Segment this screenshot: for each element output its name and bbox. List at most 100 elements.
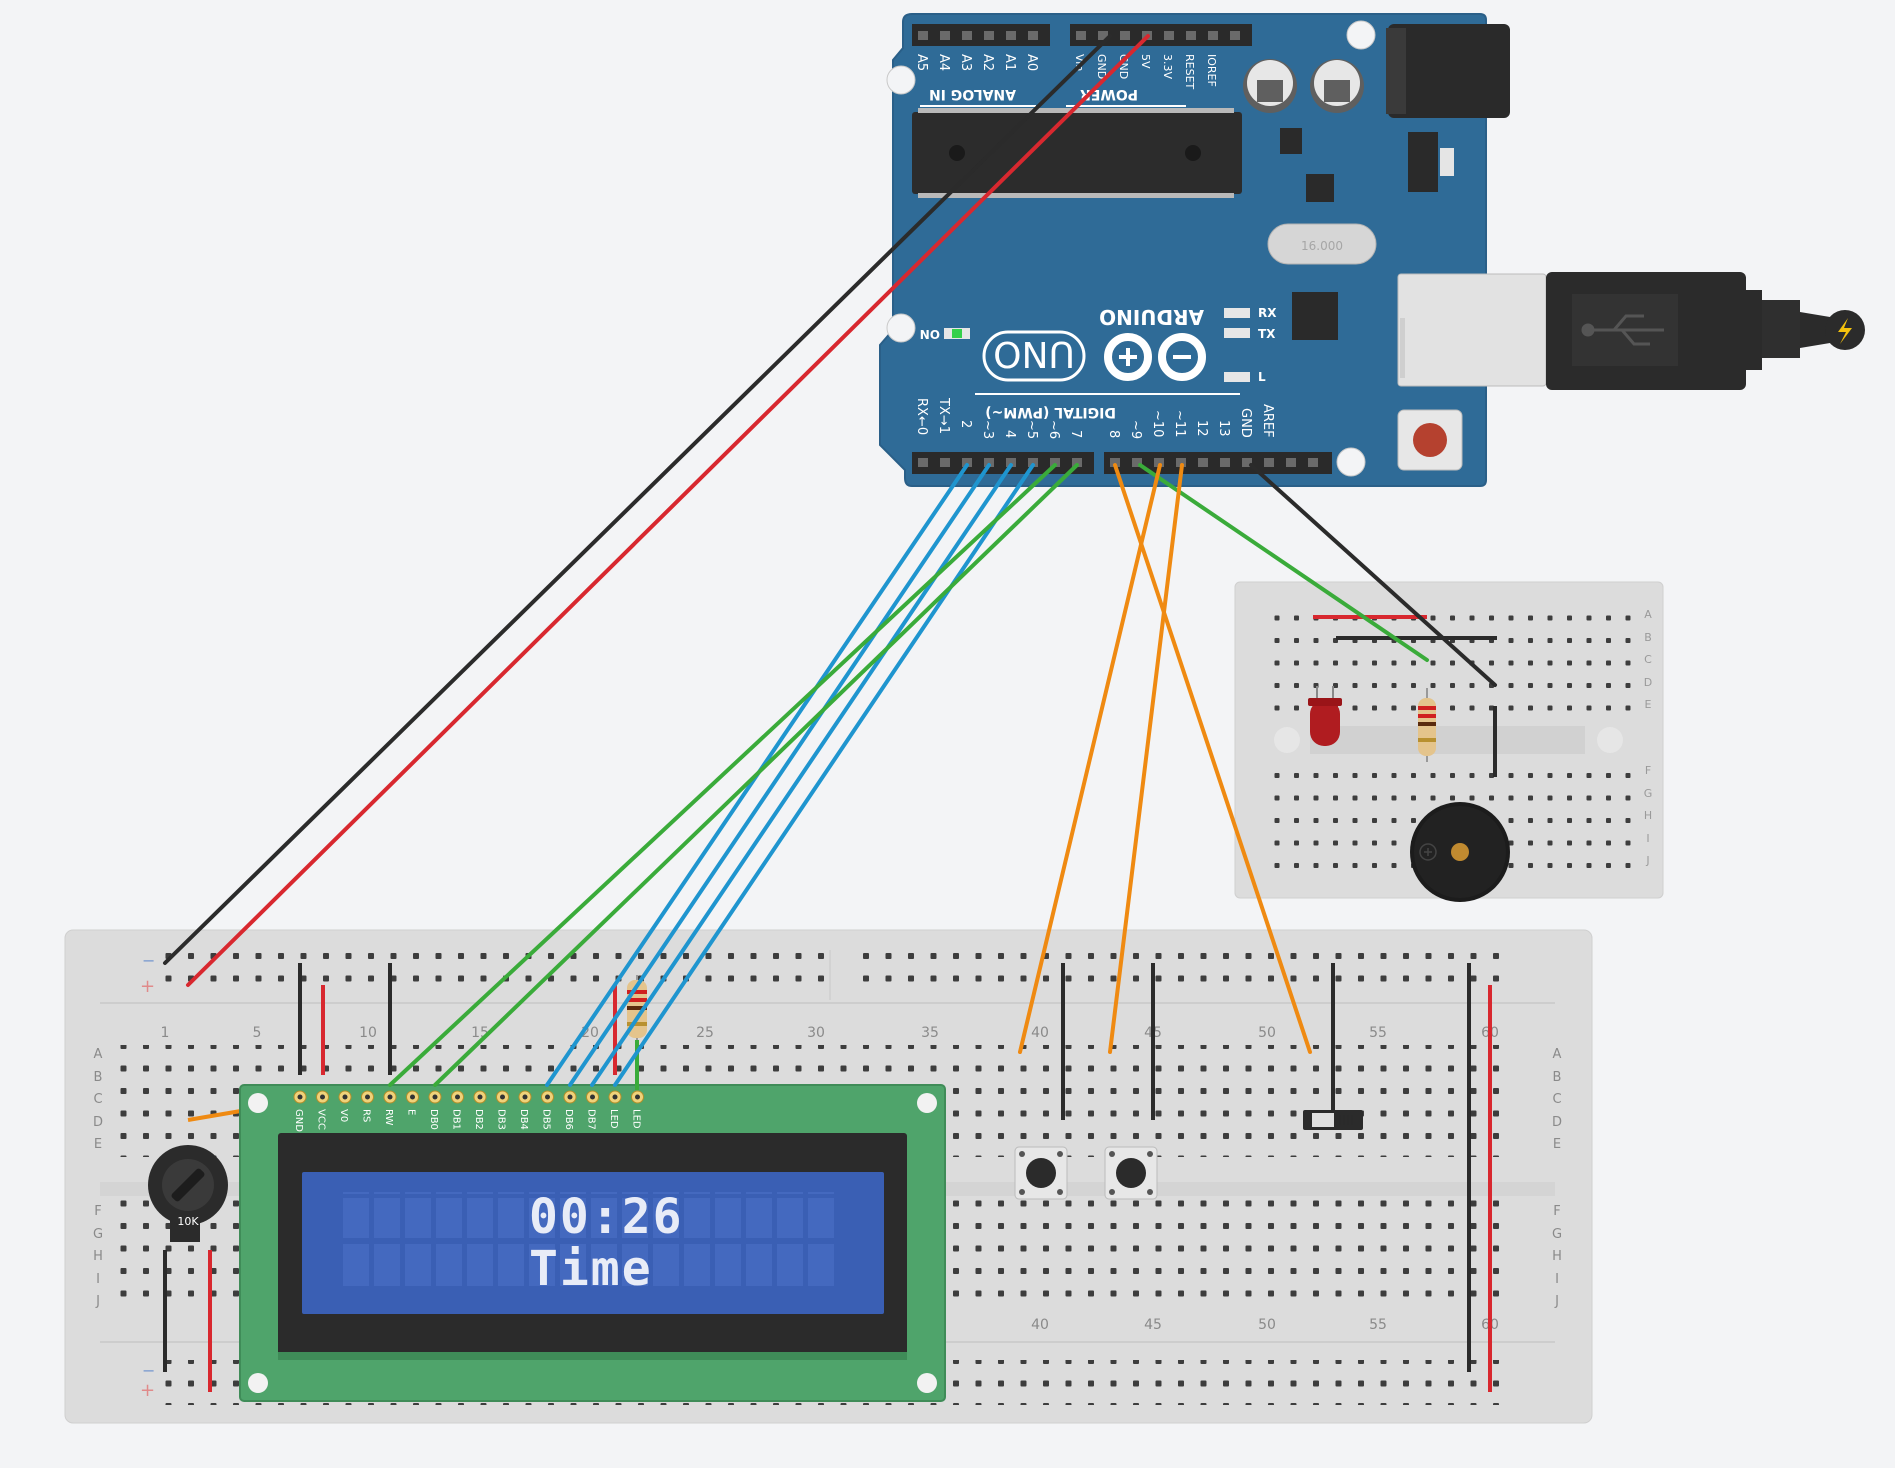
pushbutton-1[interactable] [1014, 1146, 1068, 1200]
wire-button-2[interactable] [1108, 463, 1184, 1054]
row-letter: F [1645, 764, 1651, 777]
wire-db7[interactable] [613, 463, 1035, 1087]
row-letter: H [1552, 1249, 1562, 1264]
arduino-brand: ARDUINO [1099, 305, 1204, 329]
lcd-pin-hole [635, 1094, 640, 1100]
potentiometer-label: 10K [177, 1215, 199, 1228]
row-letter: D [1552, 1115, 1562, 1130]
atmega-chip [912, 112, 1242, 194]
slide-switch[interactable] [1303, 1110, 1363, 1130]
wire-db5[interactable] [568, 463, 991, 1087]
uno-logo-text: UNO [993, 333, 1075, 374]
lcd-pin-label: RW [383, 1109, 394, 1126]
pin-label: IOREF [1205, 54, 1218, 87]
lcd-pin-label: LED [631, 1109, 642, 1129]
lcd-pin-hole [500, 1094, 505, 1100]
mount-hole [1274, 727, 1300, 753]
lcd-row-1-cells [343, 1192, 839, 1238]
power-jack [1386, 24, 1510, 118]
wire-e[interactable] [433, 463, 1079, 1087]
row-letter: D [1644, 676, 1652, 689]
lcd-pin-hole [477, 1094, 483, 1100]
lcd-mount-hole [917, 1373, 937, 1393]
rail-minus-top: − [142, 951, 155, 970]
row-letter: I [96, 1272, 100, 1287]
lcd-pin-label: DB2 [473, 1109, 484, 1130]
col-number: 55 [1369, 1025, 1387, 1041]
row-letter: E [94, 1137, 102, 1152]
led-resistor[interactable] [1418, 688, 1436, 762]
potentiometer[interactable]: 10K [148, 1145, 228, 1242]
analog-header [912, 24, 1050, 46]
arduino-uno-board[interactable]: A5 A4 A3 A2 A1 A0 Vin GND GND 5V 3.3V RE… [879, 13, 1547, 487]
crystal [1267, 223, 1377, 265]
mount-hole [886, 65, 916, 95]
wire-5v-to-rail[interactable] [186, 34, 1150, 987]
pin-label: A5 [914, 54, 929, 71]
usb-icon [1581, 314, 1664, 346]
pin-label: 7 [1068, 430, 1083, 438]
row-letter: E [1645, 698, 1652, 711]
wire-db6[interactable] [590, 463, 1013, 1087]
breadboard-jumpers [163, 963, 1492, 1392]
on-led [952, 329, 962, 338]
row-letter: D [93, 1115, 103, 1130]
lcd-pin-label: V0 [338, 1109, 349, 1122]
col-number: 35 [921, 1025, 939, 1041]
wire-button-1[interactable] [1018, 463, 1162, 1054]
analog-in-label: ANALOG IN [929, 86, 1016, 102]
lcd-pin-hole [567, 1094, 573, 1100]
piezo-buzzer[interactable] [1410, 802, 1510, 902]
lcd-line-1: 00:26 [529, 1189, 684, 1245]
pin-label: ~11 [1172, 410, 1187, 437]
red-led[interactable] [1308, 686, 1342, 746]
row-letter: I [1555, 1272, 1559, 1287]
reset-button[interactable] [1397, 409, 1463, 471]
voltage-regulator [1408, 132, 1438, 192]
row-letter: J [95, 1294, 100, 1309]
tx-label: TX [1258, 327, 1276, 341]
wire-rs[interactable] [388, 463, 1057, 1087]
lcd-pin-label: DB6 [563, 1109, 574, 1130]
wire-gnd-to-rail[interactable] [163, 34, 1112, 965]
lcd-pin-hole [320, 1094, 325, 1100]
pin-label: 2 [958, 420, 973, 428]
row-letter: H [1644, 809, 1652, 822]
wire-switch[interactable] [1113, 463, 1312, 1054]
pin-label: RESET [1183, 54, 1196, 90]
row-letter: B [1553, 1070, 1562, 1085]
uno-logo-frame [982, 330, 1086, 382]
row-letter: C [1552, 1092, 1561, 1107]
smd-component [1306, 174, 1334, 202]
row-letter: B [1644, 631, 1652, 644]
row-letter: H [93, 1249, 103, 1264]
capacitor [1310, 59, 1364, 113]
pushbutton-2[interactable] [1104, 1146, 1158, 1200]
col-number: 50 [1258, 1317, 1276, 1333]
smd-component [1280, 128, 1302, 154]
wire-led-signal[interactable] [1138, 463, 1429, 662]
mount-hole [886, 313, 916, 343]
pin-label: A3 [958, 54, 973, 71]
pin-label: TX→1 [936, 397, 951, 434]
rx-led [1224, 308, 1250, 318]
usb-port [1397, 273, 1547, 387]
mount-hole [1336, 447, 1366, 477]
wire-gnd-small-board[interactable] [1249, 463, 1497, 687]
pin-label: 5V [1139, 54, 1152, 69]
lcd-mount-hole [917, 1093, 937, 1113]
small-breadboard-channel [1310, 726, 1585, 754]
rx-label: RX [1258, 306, 1277, 320]
row-letter: A [1553, 1047, 1562, 1062]
usb-cable[interactable] [1546, 272, 1865, 390]
small-breadboard: A B C D E F G H I J [1234, 581, 1664, 902]
row-letter: E [1553, 1137, 1561, 1152]
regulator-tab [1440, 148, 1454, 176]
col-number: 10 [359, 1025, 377, 1041]
pin-label: ~3 [980, 420, 995, 439]
power-header [1070, 24, 1252, 46]
mount-hole [1346, 20, 1376, 50]
rail-plus-top: + [140, 976, 155, 997]
